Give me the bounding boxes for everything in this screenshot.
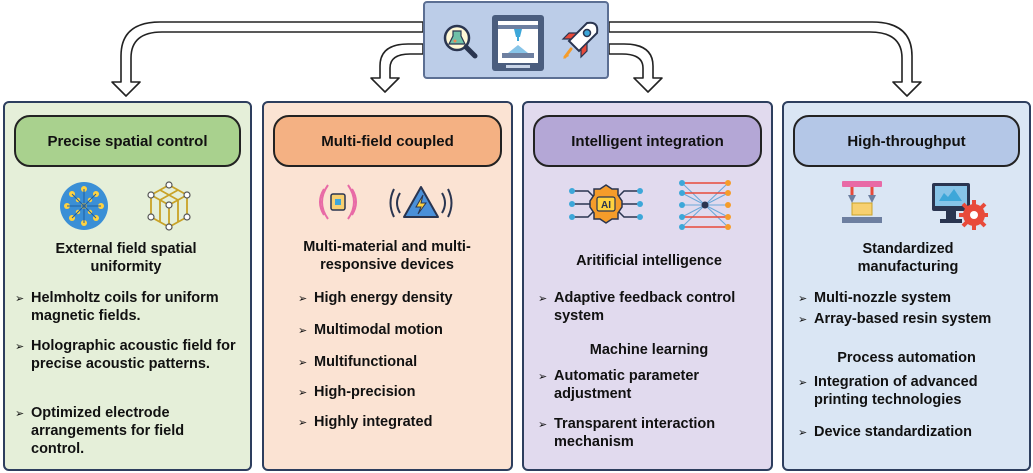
ai-chip-icon: AI (569, 184, 643, 224)
panel-high-throughput: High-throughput Standardized manufacturi… (782, 101, 1031, 471)
top-hub (423, 1, 609, 79)
panel-intelligent-integration: Intelligent integration AI Aritificial i… (522, 101, 773, 471)
panel-1-bullet: Helmholtz coils for uniform magnetic fie… (15, 289, 261, 325)
panel-1-bullet: Holographic acoustic field for precise a… (15, 337, 246, 373)
panel-2-bullet: Highly integrated (298, 413, 514, 432)
panel-3-bullet: Automatic parameter adjustment (538, 367, 754, 403)
arrow-to-panel-3 (608, 43, 663, 93)
printer-nozzle-icon (842, 181, 882, 223)
panel-4-bullet: Array-based resin system (798, 310, 1033, 329)
electric-field-icon (389, 186, 453, 218)
magnetic-field-icon (319, 184, 357, 220)
panel-4-bullet: Multi-nozzle system (798, 289, 1033, 308)
panel-4-subtitle: Standardized manufacturing (857, 241, 959, 275)
panel-2-subtitle: Multi-material and multi-responsive devi… (303, 239, 471, 273)
panel-1-bullet: Optimized electrode arrangements for fie… (15, 404, 231, 458)
svg-text:AI: AI (601, 200, 611, 211)
panel-2-bullet: High-precision (298, 383, 514, 402)
panel-3-bullet: Adaptive feedback control system (538, 289, 782, 325)
panel-3-subtitle: Aritificial intelligence (576, 253, 722, 269)
panel-2-bullet: Multimodal motion (298, 321, 514, 340)
crystal-cube-icon (147, 181, 191, 231)
neural-network-icon (679, 180, 731, 230)
arrow-to-panel-4 (608, 21, 922, 97)
panel-4-title: High-throughput (793, 115, 1020, 167)
panel-4-subtitle-b: Process automation (837, 350, 976, 366)
panel-2-bullet: High energy density (298, 289, 514, 308)
panel-3-title: Intelligent integration (533, 115, 762, 167)
computer-gear-icon (932, 183, 988, 230)
panel-1-title: Precise spatial control (14, 115, 241, 167)
rocket-icon (561, 21, 599, 59)
3d-printer-icon (492, 15, 544, 71)
panel-1-subtitle: External field spatial uniformity (55, 241, 197, 275)
panel-4-bullet: Integration of advanced printing technol… (798, 373, 1029, 409)
panel-precise-spatial-control: Precise spatial control External field s… (3, 101, 252, 471)
panel-multi-field-coupled: Multi-field coupled Multi-material and m… (262, 101, 513, 471)
panel-2-title: Multi-field coupled (273, 115, 502, 167)
panel-3-subtitle-b: Machine learning (589, 342, 709, 358)
arrow-to-panel-1 (111, 21, 424, 97)
panel-4-bullet: Device standardization (798, 423, 1033, 442)
panel-2-bullet: Multifunctional (298, 353, 514, 372)
arrow-to-panel-2 (370, 43, 424, 93)
atom-lattice-icon (60, 182, 108, 230)
magnifier-flask-icon (443, 24, 478, 59)
panel-3-bullet: Transparent interaction mechanism (538, 415, 754, 451)
